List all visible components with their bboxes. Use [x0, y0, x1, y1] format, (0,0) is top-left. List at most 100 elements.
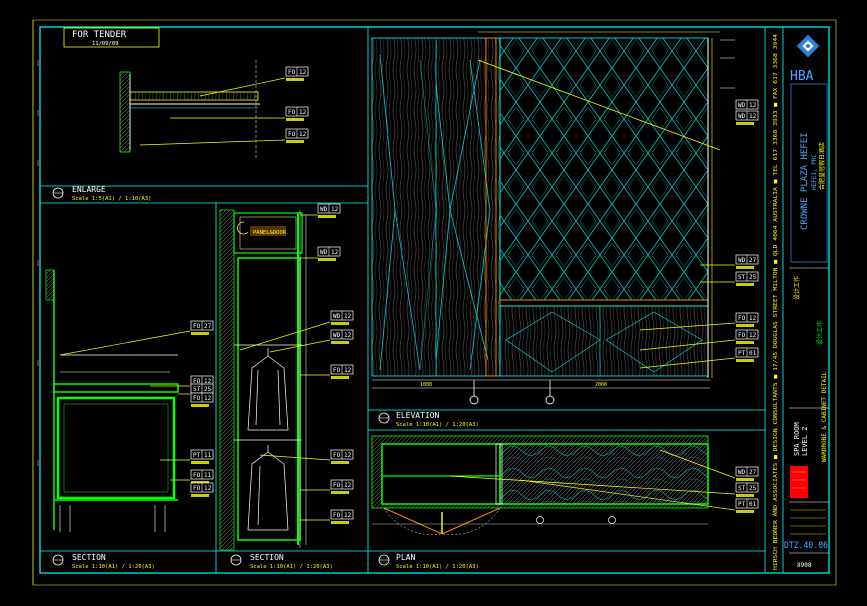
caption-section1-title: SECTION: [72, 553, 106, 562]
panel-mark-label: PANEL&DOOR: [253, 230, 287, 236]
elevation-view: 1000 2000: [371, 31, 736, 405]
caption-plan-scale: Scale 1:10(A1) / 1:20(A3): [396, 564, 479, 570]
title-block: HBA CROWNE PLAZA HEFEI HEFEI, PRC 合肥皇冠假日…: [784, 34, 829, 569]
material-tag-code: FO: [193, 472, 201, 479]
material-tag-number: 12: [749, 113, 757, 120]
material-tag-number: 01: [749, 501, 757, 508]
material-tag-code: FO: [193, 323, 201, 330]
caption-section1-scale: Scale 1:10(A1) / 1:20(A3): [72, 564, 155, 570]
logo-text: HBA: [790, 69, 814, 84]
caption-plan: PLAN Scale 1:10(A1) / 1:20(A3): [378, 553, 479, 570]
material-tag-number: 12: [344, 332, 352, 339]
approval-stamp: [790, 466, 808, 498]
material-tag-number: 25: [749, 274, 757, 281]
tender-title: FOR TENDER: [72, 30, 127, 40]
hba-logo-icon: [796, 34, 820, 58]
material-tag-code: WD: [738, 102, 746, 109]
material-tag-code: WD: [320, 249, 328, 256]
material-tag-number: 11: [204, 452, 212, 459]
elev-dim-b: 2000: [595, 382, 607, 388]
material-tag-code: FO: [333, 512, 341, 519]
material-tag-code: FO: [738, 332, 746, 339]
material-tag-number: 01: [749, 350, 757, 357]
material-tag-code: PT: [738, 350, 746, 357]
material-tag-code: FO: [193, 378, 201, 385]
material-tag-code: FO: [333, 452, 341, 459]
job-number: 8908: [797, 562, 812, 569]
sheet-border: [39, 26, 830, 574]
material-tag-code: FO: [193, 485, 201, 492]
caption-section1: SECTION Scale 1:10(A1) / 1:20(A3): [52, 553, 155, 570]
caption-enlarge-scale: Scale 1:5(A1) / 1:10(A3): [72, 196, 151, 202]
material-tag-number: 12: [749, 332, 757, 339]
material-tag-number: 27: [204, 323, 212, 330]
project-sub1: HEFEI, PRC: [811, 153, 818, 190]
drawing-number: DTZ.40.06: [784, 541, 828, 551]
material-tag-code: FO: [193, 395, 201, 402]
project-sub2: 合肥皇冠假日酒店: [818, 142, 826, 190]
material-tag-number: 12: [204, 395, 212, 402]
enlarge-detail: [119, 60, 286, 160]
material-tag-number: 12: [331, 249, 339, 256]
title-cn-label: 设计工作: [793, 276, 801, 300]
caption-elevation-title: ELEVATION: [396, 411, 440, 420]
material-tag-code: WD: [738, 113, 746, 120]
material-tag-code: WD: [738, 469, 746, 476]
material-tag-code: FO: [738, 315, 746, 322]
title-level: LEVEL 2: [801, 426, 809, 456]
caption-section2-title: SECTION: [250, 553, 284, 562]
panel-mark: PANEL&DOOR: [237, 221, 287, 236]
tender-stamp: FOR TENDER 11/09/09: [63, 27, 160, 48]
material-tag-code: FO: [288, 109, 296, 116]
material-tag-code: FO: [288, 69, 296, 76]
caption-section2-scale: Scale 1:10(A1) / 1:20(A3): [250, 564, 333, 570]
material-tag-number: 25: [749, 485, 757, 492]
material-tag-number: 12: [331, 206, 339, 213]
material-tag-number: 12: [299, 131, 307, 138]
title-desc: WARDROBE & CABINET DETAIL: [821, 371, 828, 462]
material-tag-code: WD: [333, 332, 341, 339]
material-tag-code: ST: [738, 485, 746, 492]
material-tag-number: 25: [204, 386, 212, 393]
tender-date: 11/09/09: [92, 41, 119, 47]
caption-plan-title: PLAN: [396, 553, 415, 562]
material-tag-number: 12: [204, 485, 212, 492]
project-name: CROWNE PLAZA HEFEI: [800, 132, 810, 230]
title-cn-desc: 设计工作: [816, 321, 824, 345]
material-tag-code: PT: [193, 452, 201, 459]
material-tag-number: 11: [204, 472, 212, 479]
plan-view: [371, 435, 736, 535]
material-tag-number: 12: [344, 452, 352, 459]
section2-wardrobe: PANEL&DOOR: [219, 209, 331, 551]
material-tag-code: ST: [738, 274, 746, 281]
title-room: SPA ROOM: [793, 422, 801, 456]
material-tag-number: 12: [344, 482, 352, 489]
material-tag-number: 12: [299, 109, 307, 116]
material-tag-number: 27: [749, 469, 757, 476]
caption-enlarge-title: ENLARGE: [72, 185, 106, 194]
material-tag-code: WD: [320, 206, 328, 213]
